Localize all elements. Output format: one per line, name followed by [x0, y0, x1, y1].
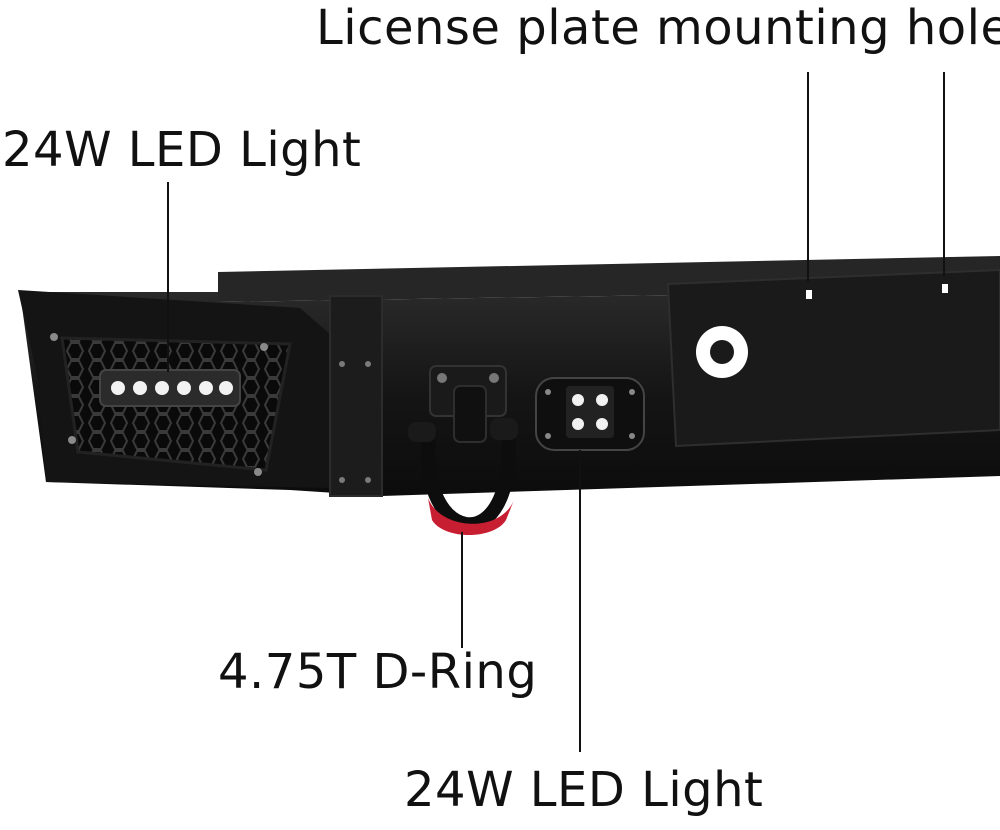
license-plate-mount — [666, 268, 1000, 448]
d-ring-shackle — [408, 365, 518, 535]
plate-hole-right — [942, 284, 948, 293]
bolts — [50, 333, 268, 476]
center-bracket — [329, 295, 383, 497]
led-light-bottom — [535, 377, 645, 451]
license-plate-holes-label: License plate mounting holes — [316, 0, 1000, 56]
led-light-left-label: 24W LED Light — [2, 122, 362, 178]
d-ring-label: 4.75T D-Ring — [218, 644, 538, 700]
plate-hole-left — [806, 290, 812, 299]
led-light-left — [99, 369, 241, 407]
callout-lines — [167, 72, 945, 752]
led-light-bottom-label: 24W LED Light — [404, 762, 764, 818]
